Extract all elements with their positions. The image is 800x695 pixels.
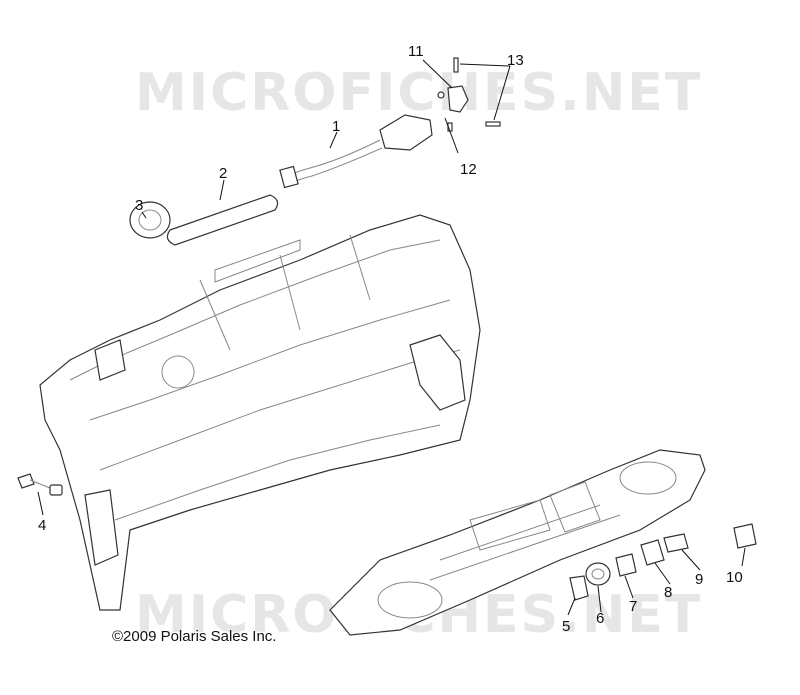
part-5-switch <box>569 575 589 601</box>
leader-lines <box>37 59 746 616</box>
callout-9: 9 <box>695 571 703 588</box>
callout-13: 13 <box>507 52 524 69</box>
callout-6: 6 <box>596 610 604 627</box>
callout-11: 11 <box>408 43 424 60</box>
part-10-switch <box>733 523 757 549</box>
callout-7: 7 <box>629 598 637 615</box>
part-8-switch <box>640 539 665 566</box>
lower-console <box>329 449 706 636</box>
part-7-switch <box>615 553 637 577</box>
part-11-bracket <box>447 85 469 113</box>
dash-panel <box>39 214 481 611</box>
callout-2: 2 <box>219 165 227 182</box>
part-6-switch <box>585 562 611 586</box>
part-9-switch <box>663 533 689 553</box>
callout-10: 10 <box>726 569 743 586</box>
part-1-cable <box>279 114 433 189</box>
callout-12: 12 <box>460 161 477 178</box>
part-4-connector <box>17 473 63 496</box>
copyright-notice: ©2009 Polaris Sales Inc. <box>112 628 277 645</box>
watermark-top: MICROFICHES.NET <box>135 63 702 123</box>
part-2-tube <box>166 194 279 246</box>
callout-3: 3 <box>135 197 143 214</box>
part-12-fastener <box>437 91 453 132</box>
part-13-pins <box>453 57 501 127</box>
callout-4: 4 <box>38 517 46 534</box>
part-3-grommet <box>129 201 171 239</box>
callout-5: 5 <box>562 618 570 635</box>
callout-1: 1 <box>332 118 340 135</box>
callout-8: 8 <box>664 584 672 601</box>
